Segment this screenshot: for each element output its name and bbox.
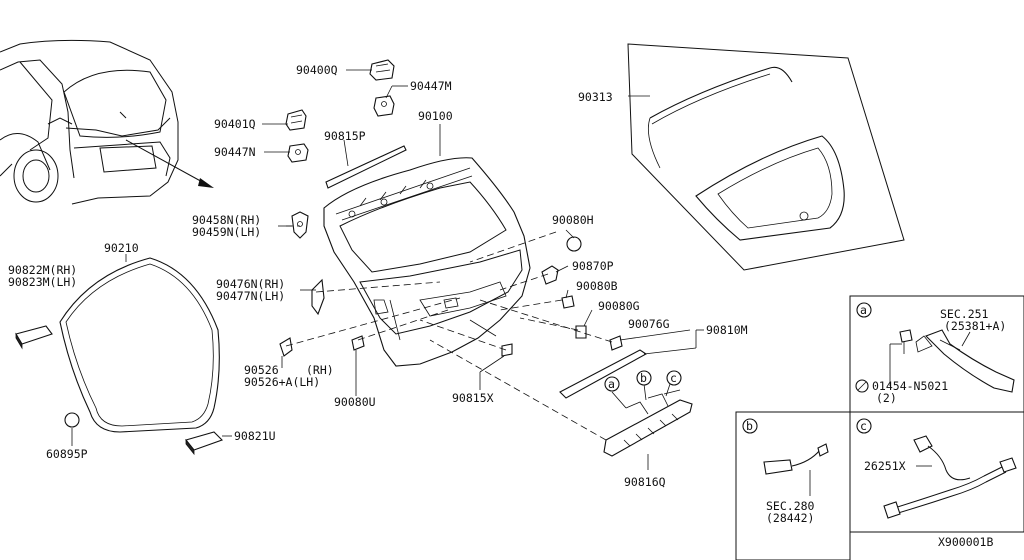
- label-90815p: 90815P: [324, 129, 366, 143]
- label-90810m: 90810M: [706, 323, 748, 337]
- stay-90458n: [291, 211, 309, 239]
- inset-labels: SEC.251 (25381+A) 01454-N5021 (2) SEC.28…: [766, 307, 1006, 525]
- inset-a-part: 01454-N5021: [872, 379, 948, 393]
- label-90476n: 90476N(RH): [216, 277, 285, 291]
- clip-90080h: [566, 236, 582, 252]
- label-90477n: 90477N(LH): [216, 289, 285, 303]
- clip-90815x: [501, 343, 513, 357]
- inset-b-marker: b: [746, 419, 753, 433]
- clip-90076g: [609, 335, 623, 351]
- pad-90821u: [185, 431, 224, 456]
- inset-b-sec: SEC.280: [766, 499, 815, 513]
- label-90526-code: 90526: [244, 363, 279, 377]
- clip-90080b: [561, 295, 575, 309]
- label-90401q: 90401Q: [214, 117, 256, 131]
- bracket-90476n: [311, 278, 325, 316]
- label-90313: 90313: [578, 90, 613, 104]
- hinge-90401q: [285, 109, 307, 131]
- label-90816q: 90816Q: [624, 475, 666, 489]
- label-90100: 90100: [418, 109, 453, 123]
- inset-a-harness: [889, 329, 1015, 393]
- bumper-90870p: [541, 265, 559, 285]
- inset-b-ref: (28442): [766, 511, 814, 525]
- door-seal-90210: [59, 257, 220, 433]
- label-90870p: 90870P: [572, 259, 614, 273]
- label-90458n: 90458N(RH): [192, 213, 261, 227]
- label-60895p: 60895P: [46, 447, 88, 461]
- diagram-code: X900001B: [938, 535, 993, 549]
- assembly-lines: [285, 225, 613, 441]
- label-90080g: 90080G: [598, 299, 640, 313]
- marker-a-letter: a: [608, 377, 615, 391]
- label-90400q: 90400Q: [296, 63, 338, 77]
- hinge-90400q: [369, 59, 395, 81]
- label-90815x: 90815X: [452, 391, 494, 405]
- inset-b-sensor: [763, 443, 829, 496]
- label-90526a-lh: 90526+A(LH): [244, 375, 320, 389]
- marker-c-letter: c: [670, 371, 677, 385]
- finisher-90810m: [559, 349, 648, 399]
- back-glass-box: [627, 43, 905, 271]
- inset-a-marker: a: [860, 303, 867, 317]
- callout-markers: [604, 302, 872, 434]
- label-90823m: 90823M(LH): [8, 275, 77, 289]
- label-90821u: 90821U: [234, 429, 276, 443]
- inset-a-qty: (2): [876, 391, 897, 405]
- inset-c-marker: c: [860, 419, 867, 433]
- inset-c-part: 26251X: [864, 459, 906, 473]
- weatherstrip-90815p: [325, 145, 407, 189]
- back-door-panel: [323, 157, 531, 367]
- label-90447n: 90447N: [214, 145, 256, 159]
- inset-a-ref: (25381+A): [944, 319, 1006, 333]
- label-90447m: 90447M: [410, 79, 452, 93]
- vehicle-sketch: [0, 39, 214, 205]
- label-90526-rh: (RH): [306, 363, 334, 377]
- inset-c-harness: [883, 435, 1017, 519]
- clip-90080g: [575, 325, 587, 339]
- hinge-90447n: [287, 143, 309, 163]
- label-90080h: 90080H: [552, 213, 594, 227]
- pad-90822m: [15, 325, 53, 350]
- label-90210: 90210: [104, 241, 139, 255]
- marker-letters: a b c a b c: [608, 303, 867, 433]
- hinge-90447m: [373, 95, 395, 117]
- inset-frames: [735, 295, 1024, 560]
- inset-a-sec: SEC.251: [940, 307, 989, 321]
- finisher-90816q: [603, 389, 693, 457]
- label-90080b: 90080B: [576, 279, 618, 293]
- clip-60895p: [64, 412, 80, 428]
- label-90459n: 90459N(LH): [192, 225, 261, 239]
- bracket-90526: [279, 337, 293, 357]
- label-90080u: 90080U: [334, 395, 376, 409]
- label-90822m: 90822M(RH): [8, 263, 77, 277]
- clip-90080u: [351, 335, 365, 351]
- marker-b-letter: b: [640, 371, 647, 385]
- label-90076g: 90076G: [628, 317, 670, 331]
- part-labels: 90400Q 90447M 90401Q 90815P 90100 90447N…: [8, 63, 748, 489]
